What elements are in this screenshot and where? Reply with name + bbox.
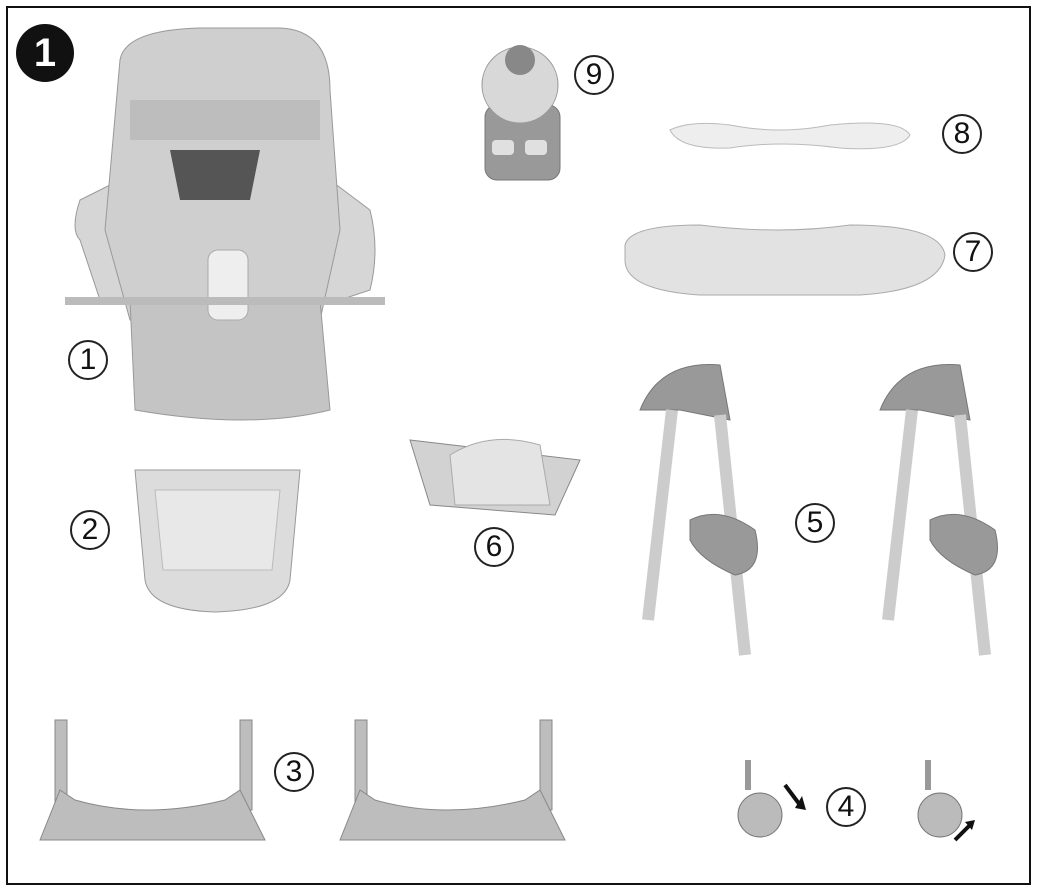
part-label-7: 7 <box>953 232 993 272</box>
part-label-8: 8 <box>942 114 982 154</box>
seat-unit-icon <box>65 28 385 420</box>
part-label-1: 1 <box>68 340 108 380</box>
food-tray-icon <box>625 225 945 295</box>
part-label-6: 6 <box>474 527 514 567</box>
part-label-5: 5 <box>795 503 835 543</box>
storage-basket-icon <box>410 439 580 515</box>
tray-insert-icon <box>670 123 910 149</box>
part-label-9: 9 <box>574 55 614 95</box>
part-label-4: 4 <box>826 787 866 827</box>
part-label-2: 2 <box>70 510 110 550</box>
part-label-3: 3 <box>274 752 314 792</box>
seat-back-shell-icon <box>135 470 300 612</box>
toy-icon <box>482 45 560 180</box>
